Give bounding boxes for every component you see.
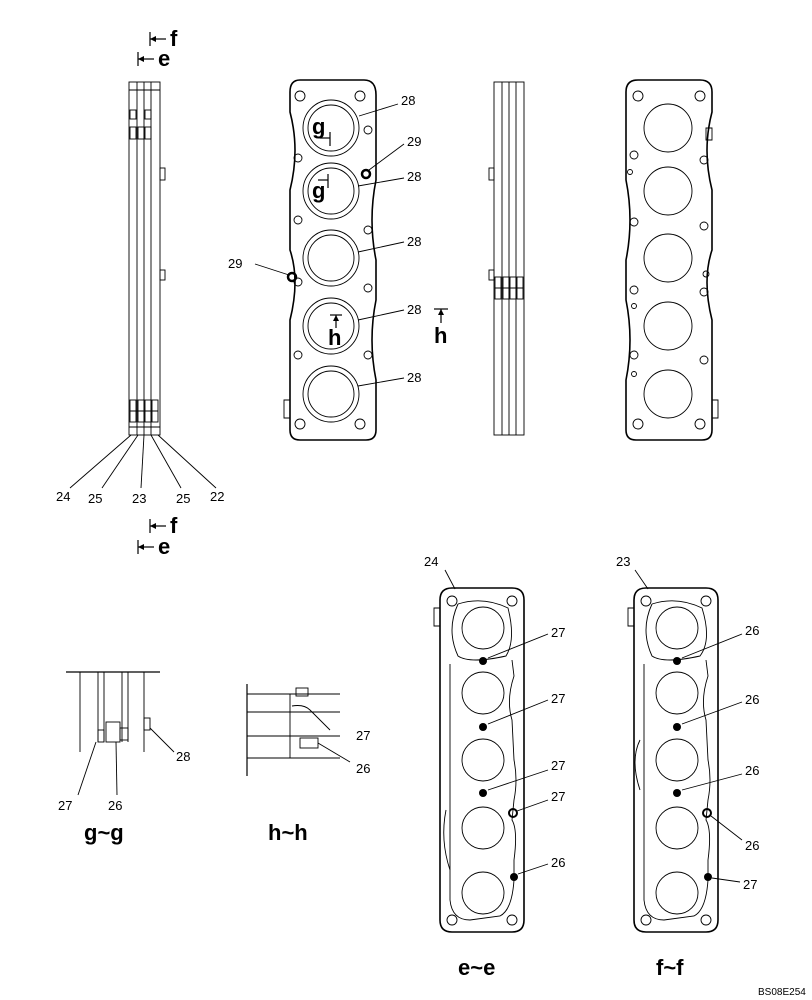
fastener-26 bbox=[673, 789, 681, 797]
callout-23: 23 bbox=[132, 491, 146, 506]
callout-28: 28 bbox=[407, 234, 421, 249]
fastener-26 bbox=[673, 723, 681, 731]
section-mark-g-upper: g bbox=[312, 114, 325, 139]
callout-26: 26 bbox=[356, 761, 370, 776]
callout-27: 27 bbox=[743, 877, 757, 892]
fastener-27 bbox=[479, 723, 487, 731]
fastener-27 bbox=[479, 789, 487, 797]
section-mark-g-lower: g bbox=[312, 178, 325, 203]
section-mark-f-top: f bbox=[170, 26, 178, 51]
callout-27: 27 bbox=[356, 728, 370, 743]
section-view-e-e: 24 27 27 27 27 26 e~e bbox=[424, 554, 565, 980]
bead-ring bbox=[302, 365, 360, 423]
section-marker-top: f e bbox=[137, 26, 178, 71]
callout-27: 27 bbox=[58, 798, 72, 813]
bead-ring bbox=[302, 297, 360, 355]
callout-27: 27 bbox=[551, 789, 565, 804]
fastener-26 bbox=[673, 657, 681, 665]
callout-24: 24 bbox=[424, 554, 438, 569]
section-marker-bottom: f e bbox=[137, 513, 178, 559]
callout-28: 28 bbox=[176, 749, 190, 764]
side-view-2 bbox=[488, 81, 525, 436]
section-mark-e-bottom: e bbox=[158, 534, 170, 559]
fastener-27 bbox=[704, 873, 712, 881]
callout-27: 27 bbox=[551, 691, 565, 706]
callout-26: 26 bbox=[745, 692, 759, 707]
callout-25: 25 bbox=[176, 491, 190, 506]
side-view-leaders: 24 25 23 25 22 bbox=[56, 434, 224, 506]
back-view-plate bbox=[625, 79, 719, 441]
section-view-f-f: 23 26 26 26 26 27 f~f bbox=[616, 554, 759, 980]
detail-g-g: 28 27 26 g~g bbox=[58, 671, 190, 845]
bead-ring bbox=[302, 162, 360, 220]
callout-28: 28 bbox=[407, 169, 421, 184]
callout-26: 26 bbox=[745, 623, 759, 638]
o-ring-29 bbox=[286, 271, 298, 283]
bead-ring bbox=[302, 229, 360, 287]
fastener-27 bbox=[508, 808, 518, 818]
callout-29: 29 bbox=[228, 256, 242, 271]
callout-25: 25 bbox=[88, 491, 102, 506]
callout-23: 23 bbox=[616, 554, 630, 569]
callout-28: 28 bbox=[407, 370, 421, 385]
section-mark-f-bottom: f bbox=[170, 513, 178, 538]
fastener-26 bbox=[510, 873, 518, 881]
callout-26: 26 bbox=[551, 855, 565, 870]
callout-24: 24 bbox=[56, 489, 70, 504]
fastener-26 bbox=[702, 808, 712, 818]
callout-28: 28 bbox=[407, 302, 421, 317]
o-ring-29 bbox=[360, 168, 372, 180]
callout-26: 26 bbox=[745, 763, 759, 778]
section-mark-e-top: e bbox=[158, 46, 170, 71]
callout-27: 27 bbox=[551, 625, 565, 640]
callout-27: 27 bbox=[551, 758, 565, 773]
detail-h-h: 27 26 h~h bbox=[246, 684, 370, 845]
fastener-27 bbox=[479, 657, 487, 665]
section-title-h-h: h~h bbox=[268, 820, 308, 845]
drawing-code: BS08E254 bbox=[758, 987, 806, 998]
bead-ring bbox=[302, 99, 360, 157]
callout-29: 29 bbox=[407, 134, 421, 149]
section-title-e-e: e~e bbox=[458, 955, 495, 980]
front-view-gasket: g g h bbox=[283, 79, 377, 441]
section-title-f-f: f~f bbox=[656, 955, 684, 980]
callout-22: 22 bbox=[210, 489, 224, 504]
callout-26: 26 bbox=[108, 798, 122, 813]
front-view-leaders: 28 29 28 28 29 28 28 bbox=[228, 93, 421, 387]
section-marker-h: h bbox=[434, 308, 448, 348]
section-mark-h-right: h bbox=[434, 323, 447, 348]
section-title-g-g: g~g bbox=[84, 820, 124, 845]
side-view-stack bbox=[128, 81, 166, 436]
section-mark-h-left: h bbox=[328, 325, 341, 350]
callout-28: 28 bbox=[401, 93, 415, 108]
callout-26: 26 bbox=[745, 838, 759, 853]
